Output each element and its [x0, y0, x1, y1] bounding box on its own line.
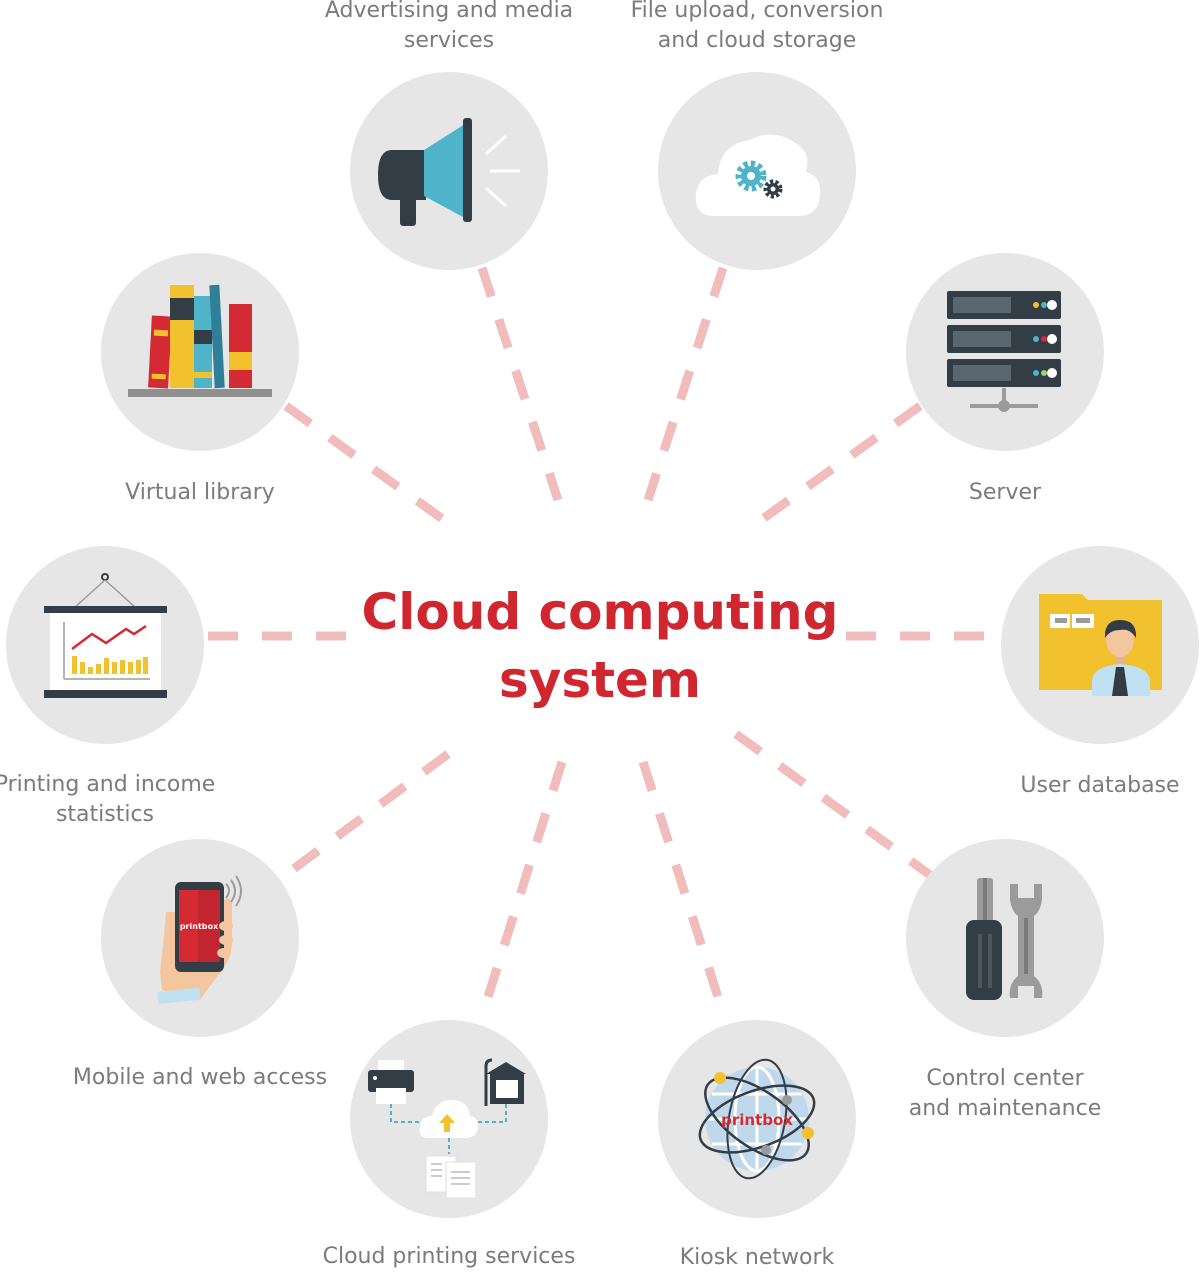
label-cloud-printing: Cloud printing services: [299, 1242, 599, 1272]
connector-mobile-web: [281, 750, 451, 880]
label-virtual-library-line-1: Virtual library: [125, 480, 275, 505]
label-mobile-web-line-1: Mobile and web access: [72, 1065, 328, 1090]
label-file-upload-line-2: and cloud storage: [657, 28, 857, 53]
connector-cloud-printing: [477, 760, 567, 1018]
label-control-center-line-1: Control center: [926, 1066, 1084, 1091]
user-folder-icon: [1039, 594, 1162, 696]
connector-server: [747, 402, 923, 532]
label-file-upload-line-1: File upload, conversion: [630, 0, 884, 23]
label-mobile-web: Mobile and web access: [40, 1063, 360, 1093]
connector-control-center: [733, 730, 933, 879]
label-cloud-printing-line-1: Cloud printing services: [322, 1244, 576, 1269]
label-control-center: Control center and maintenance: [880, 1064, 1130, 1124]
label-advertising-line-2: services: [403, 28, 495, 53]
label-printing-stats: Printing and income statistics: [0, 770, 230, 830]
label-server: Server: [905, 478, 1105, 508]
label-printing-stats-line-2: statistics: [55, 802, 155, 827]
center-title: Cloud computing system: [300, 578, 900, 714]
connector-file-upload: [643, 266, 728, 502]
connector-lines: [208, 266, 998, 1018]
label-user-database-line-1: User database: [1020, 773, 1180, 798]
globe-network-icon: printbox: [698, 1058, 816, 1180]
label-advertising-line-1: Advertising and media: [324, 0, 574, 23]
label-user-database: User database: [1000, 771, 1200, 801]
label-server-line-1: Server: [968, 480, 1042, 505]
label-kiosk-network: Kiosk network: [657, 1243, 857, 1273]
chart-board-icon: [44, 573, 167, 698]
label-advertising: Advertising and media services: [299, 0, 599, 56]
tools-icon: [966, 878, 1043, 1000]
connector-advertising: [477, 266, 563, 502]
label-kiosk-network-line-1: Kiosk network: [679, 1245, 835, 1270]
connector-virtual-library: [283, 402, 458, 532]
cloud-gear-icon: [695, 134, 821, 216]
circle-control-center: [906, 839, 1104, 1037]
center-title-line-1: Cloud computing: [361, 583, 839, 641]
label-virtual-library: Virtual library: [60, 478, 340, 508]
phone-brand-text: printbox: [180, 922, 219, 931]
globe-brand-text: printbox: [721, 1111, 793, 1129]
books-icon: [128, 284, 272, 397]
label-file-upload: File upload, conversion and cloud storag…: [597, 0, 917, 56]
cloud-printer-icon: [368, 1058, 526, 1199]
megaphone-icon: [378, 118, 520, 226]
connector-kiosk: [638, 760, 729, 1018]
label-control-center-line-2: and maintenance: [908, 1096, 1102, 1121]
label-printing-stats-line-1: Printing and income: [0, 772, 216, 797]
smartphone-icon: printbox: [157, 875, 242, 1005]
center-title-line-2: system: [498, 651, 702, 709]
server-icon: [947, 291, 1061, 412]
